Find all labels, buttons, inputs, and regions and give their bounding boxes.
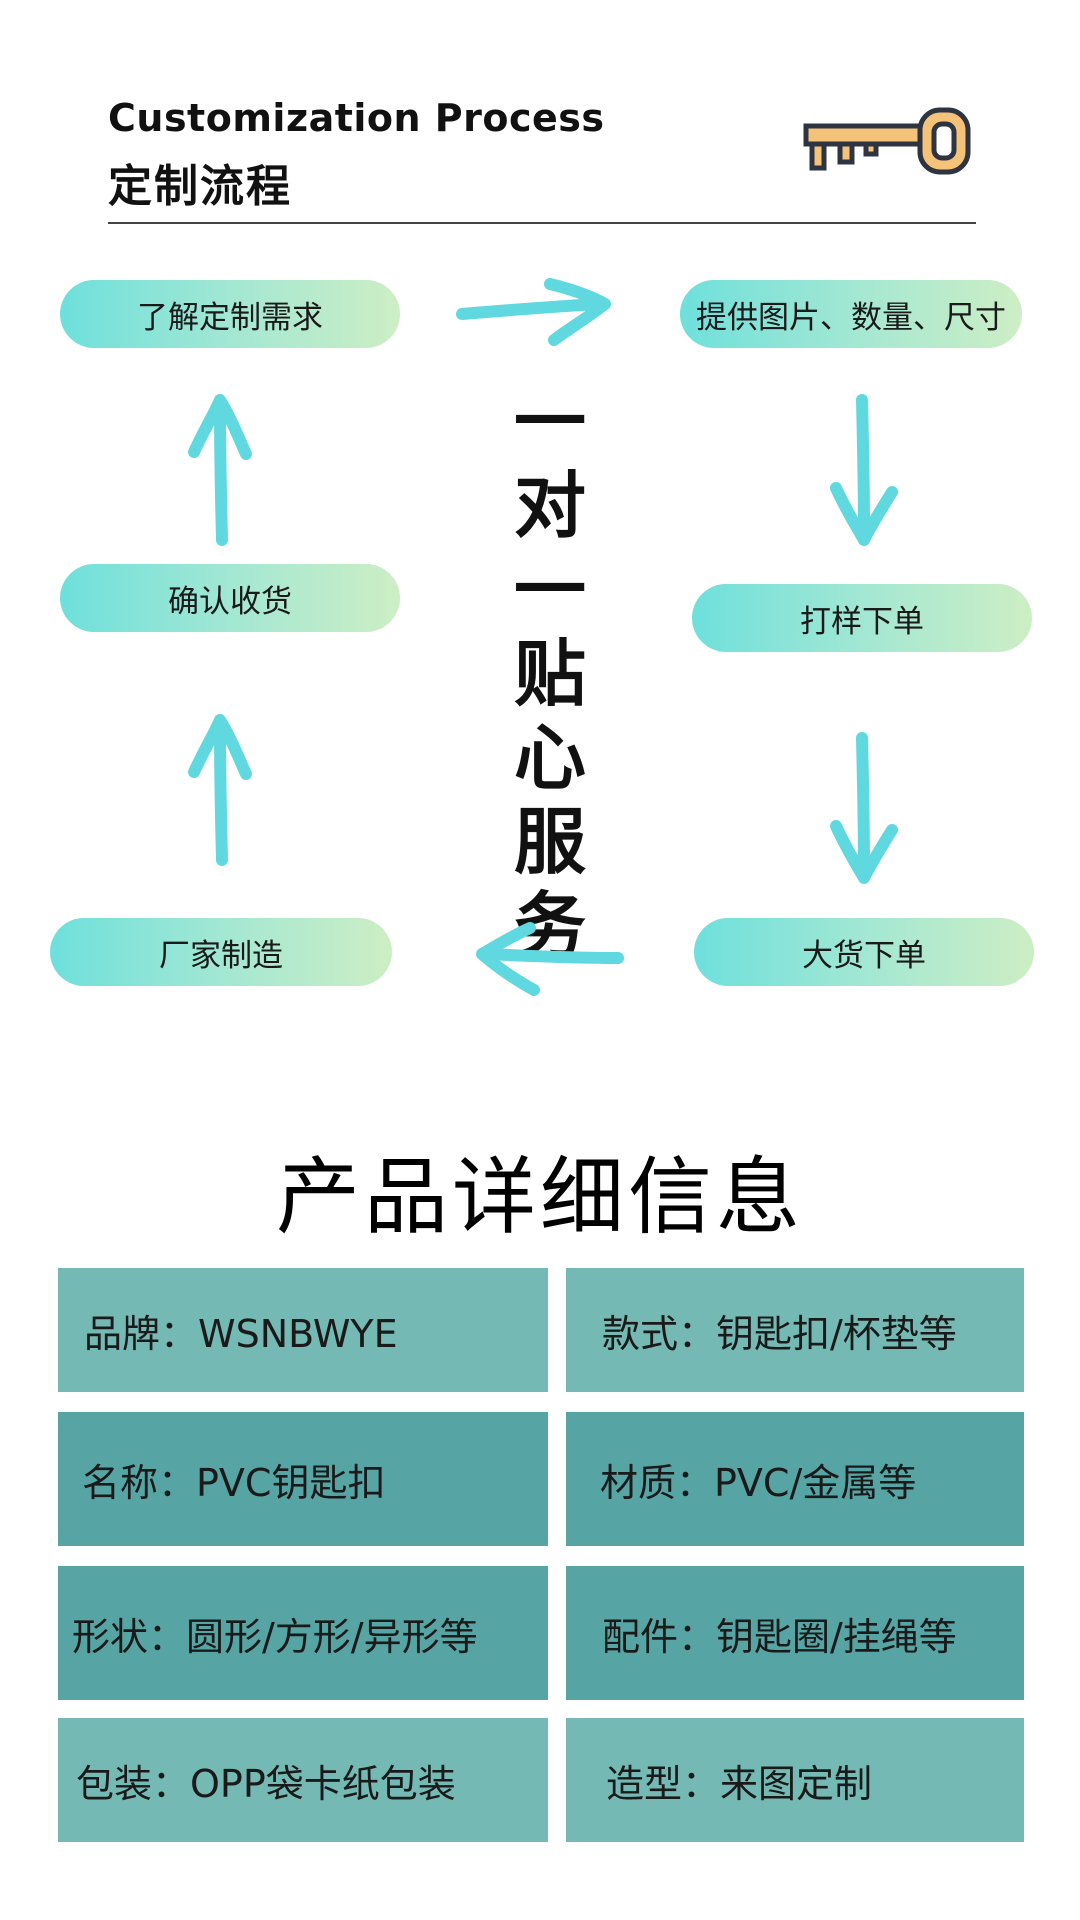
slogan-char: 一	[513, 548, 586, 632]
arrow-up-icon	[188, 394, 252, 546]
arrow-down-icon	[830, 394, 898, 546]
step-sample-order: 打样下单	[692, 584, 1032, 652]
step-provide-info: 提供图片、数量、尺寸	[680, 280, 1022, 348]
slogan-char: 一	[513, 380, 586, 464]
step-manufacture: 厂家制造	[50, 918, 392, 986]
header-title-en: Customization Process	[108, 96, 605, 140]
detail-style: 款式：钥匙扣/杯垫等	[566, 1268, 1024, 1392]
slogan-char: 对	[513, 464, 586, 548]
detail-packaging: 包装：OPP袋卡纸包装	[58, 1718, 548, 1842]
detail-shape: 形状：圆形/方形/异形等	[58, 1566, 548, 1700]
header-divider	[108, 222, 976, 224]
arrow-left-icon	[476, 922, 624, 996]
step-confirm-receipt: 确认收货	[60, 564, 400, 632]
detail-material: 材质：PVC/金属等	[566, 1412, 1024, 1546]
detail-accessories: 配件：钥匙圈/挂绳等	[566, 1566, 1024, 1700]
slogan-char: 心	[513, 716, 586, 800]
details-title: 产品详细信息	[275, 1148, 804, 1246]
header-title-cn: 定制流程	[108, 161, 292, 212]
detail-design: 造型：来图定制	[566, 1718, 1024, 1842]
key-icon	[803, 107, 971, 175]
center-slogan: 一 对 一 贴 心 服 务	[505, 380, 595, 968]
step-bulk-order: 大货下单	[694, 918, 1034, 986]
arrow-down-icon	[830, 732, 898, 884]
detail-brand: 品牌：WSNBWYE	[58, 1268, 548, 1392]
step-understand-needs: 了解定制需求	[60, 280, 400, 348]
slogan-char: 服	[513, 800, 586, 884]
slogan-char: 贴	[513, 632, 586, 716]
detail-name: 名称：PVC钥匙扣	[58, 1412, 548, 1546]
arrow-up-icon	[188, 714, 252, 866]
arrow-right-icon	[456, 278, 611, 346]
